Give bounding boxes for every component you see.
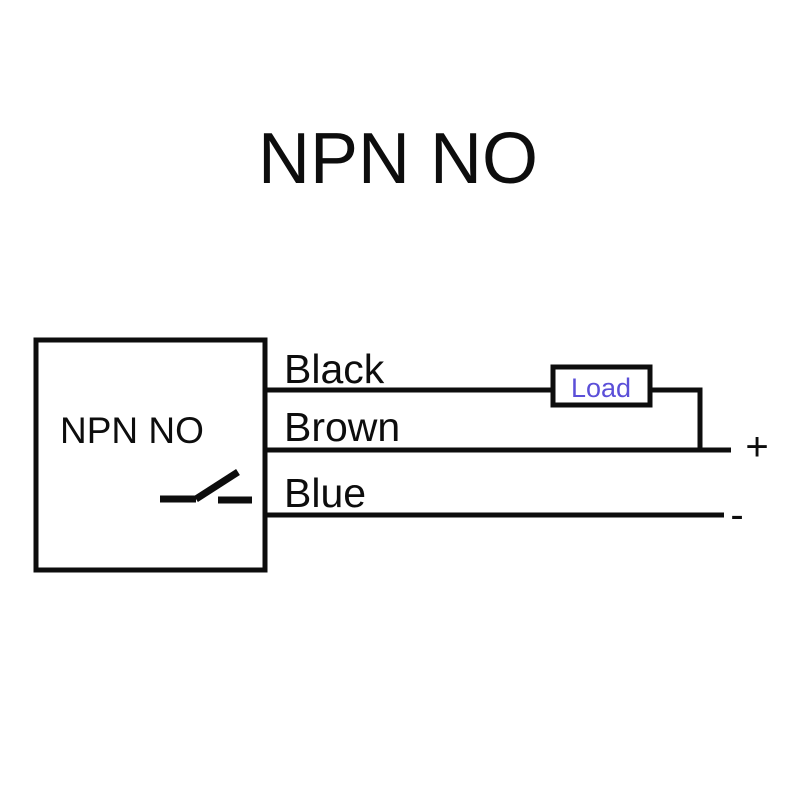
- page-title: NPN NO: [258, 119, 538, 199]
- wire-label-brown: Brown: [284, 404, 400, 450]
- sensor-label: NPN NO: [60, 410, 204, 451]
- load-label: Load: [571, 373, 631, 403]
- polarity-positive: +: [745, 425, 768, 469]
- load-body: [550, 364, 653, 408]
- sensor-body: [33, 337, 268, 573]
- wire-label-blue: Blue: [284, 470, 366, 516]
- polarity-negative: -: [730, 493, 743, 537]
- wire-load-return: [650, 387, 703, 450]
- normally-open-contact-icon: [160, 469, 252, 504]
- wire-label-black: Black: [284, 346, 385, 392]
